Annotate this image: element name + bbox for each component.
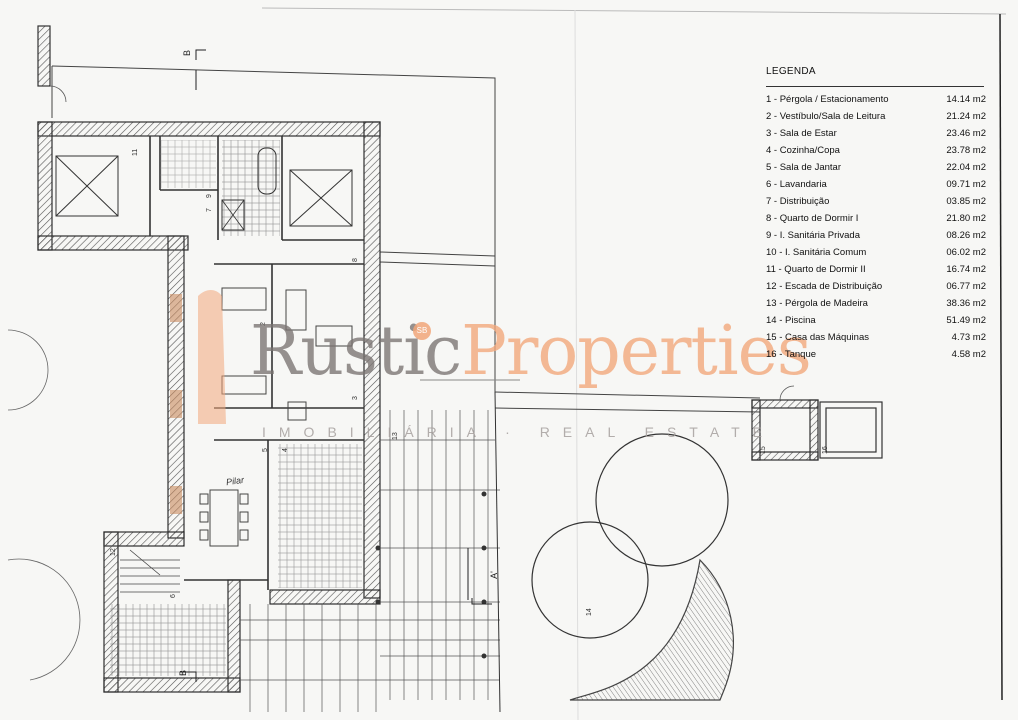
legend-list: 1 - Pérgola / Estacionamento 14.14 m2 2 - … — [766, 91, 986, 363]
interior-partitions — [149, 136, 364, 590]
legend-item-name: 11 - Quarto de Dormir II — [766, 264, 866, 275]
legend-item: 15 - Casa das Máquinas 4.73 m2 — [766, 329, 986, 346]
legend-item-area: 14.14 m2 — [946, 94, 986, 105]
legend-item-name: 14 - Piscina — [766, 315, 816, 326]
legend-item-area: 23.78 m2 — [946, 145, 986, 156]
legend-item-name: 8 - Quarto de Dormir I — [766, 213, 859, 224]
legend-item: 2 - Vestíbulo/Sala de Leitura 21.24 m2 — [766, 108, 986, 125]
legend-item: 1 - Pérgola / Estacionamento 14.14 m2 — [766, 91, 986, 108]
watermark-word-rustic: Rustic — [250, 312, 462, 391]
legend-item: 11 - Quarto de Dormir II 16.74 m2 — [766, 261, 986, 278]
legend-item-name: 7 - Distribuição — [766, 196, 830, 207]
laundry-tiles — [110, 604, 226, 676]
watermark-word-properties: Properties — [461, 312, 812, 391]
room-number-14: 14 — [586, 608, 593, 616]
legend-item-name: 1 - Pérgola / Estacionamento — [766, 94, 889, 105]
legend-divider — [766, 86, 984, 87]
legend-title: LEGENDA — [766, 66, 816, 77]
pool — [531, 433, 734, 701]
shower-tray — [221, 199, 245, 231]
legend-item-name: 4 - Cozinha/Copa — [766, 145, 840, 156]
legend-item-name: 2 - Vestíbulo/Sala de Leitura — [766, 111, 886, 122]
legend-item-area: 16.74 m2 — [946, 264, 986, 275]
entrance-wall — [37, 25, 51, 87]
room-number-12: 12 — [110, 548, 117, 556]
stair — [120, 549, 180, 593]
bed-room-11 — [55, 155, 119, 217]
legend-item: 16 - Tanque 4.58 m2 — [766, 346, 986, 363]
bathroom-tiles — [222, 140, 280, 236]
legend-item-name: 10 - I. Sanitária Comum — [766, 247, 867, 258]
pergola-posts — [375, 491, 487, 659]
legend-item: 3 - Sala de Estar 23.46 m2 — [766, 125, 986, 142]
legend-item: 13 - Pérgola de Madeira 38.36 m2 — [766, 295, 986, 312]
section-mark-b-bottom: B — [178, 669, 189, 677]
kitchen-tiles — [278, 444, 362, 588]
legend-item: 12 - Escada de Distribuição 06.77 m2 — [766, 278, 986, 295]
legend-item-area: 06.77 m2 — [946, 281, 986, 292]
legend-item-area: 4.58 m2 — [951, 349, 986, 360]
legend-item-name: 3 - Sala de Estar — [766, 128, 837, 139]
legend-item-name: 5 - Sala de Jantar — [766, 162, 841, 173]
building-walls — [37, 121, 381, 693]
legend-item-name: 12 - Escada de Distribuição — [766, 281, 883, 292]
room-number-8: 8 — [352, 258, 359, 262]
legend-item-area: 09.71 m2 — [946, 179, 986, 190]
legend-item: 9 - I. Sanitária Privada 08.26 m2 — [766, 227, 986, 244]
room-number-11: 11 — [132, 148, 139, 156]
shower-tiles — [160, 140, 216, 188]
legend-item-area: 23.46 m2 — [946, 128, 986, 139]
legend-item-name: 6 - Lavandaria — [766, 179, 827, 190]
legend-item-area: 22.04 m2 — [946, 162, 986, 173]
room-number-5: 5 — [262, 448, 269, 452]
legend-item-name: 16 - Tanque — [766, 349, 817, 360]
legend-item-name: 15 - Casa das Máquinas — [766, 332, 869, 343]
legend-item: 8 - Quarto de Dormir I 21.80 m2 — [766, 210, 986, 227]
watermark-badge: SB — [413, 322, 431, 340]
machine-house — [751, 399, 819, 461]
legend-item-area: 21.24 m2 — [946, 111, 986, 122]
windows — [170, 294, 182, 514]
legend-item-area: 06.02 m2 — [946, 247, 986, 258]
legend-item-area: 4.73 m2 — [951, 332, 986, 343]
legend-item: 5 - Sala de Jantar 22.04 m2 — [766, 159, 986, 176]
legend-item: 4 - Cozinha/Copa 23.78 m2 — [766, 142, 986, 159]
legend-item-area: 21.80 m2 — [946, 213, 986, 224]
legend-item-area: 03.85 m2 — [946, 196, 986, 207]
bed-room-8 — [289, 169, 353, 227]
legend-item-area: 08.26 m2 — [946, 230, 986, 241]
room-number-15: 15 — [760, 446, 767, 454]
room-number-4: 4 — [282, 448, 289, 452]
legend-item-area: 51.49 m2 — [946, 315, 986, 326]
room-number-9: 9 — [206, 194, 213, 198]
site-boundary — [51, 65, 761, 413]
dining-table — [199, 489, 249, 547]
room-number-3: 3 — [352, 396, 359, 400]
section-mark-a-prime: A' — [488, 571, 499, 579]
legend: LEGENDA 1 - Pérgola / Estacionamento 14.1… — [766, 66, 986, 363]
pergola-grid — [240, 391, 501, 713]
watermark-logo: RusticProperties — [250, 318, 812, 386]
legend-item: 14 - Piscina 51.49 m2 — [766, 312, 986, 329]
legend-item-name: 9 - I. Sanitária Privada — [766, 230, 860, 241]
legend-item: 10 - I. Sanitária Comum 06.02 m2 — [766, 244, 986, 261]
room-number-6: 6 — [170, 594, 177, 598]
legend-item-area: 38.36 m2 — [946, 298, 986, 309]
sheet-border — [261, 7, 1007, 720]
legend-item-name: 13 - Pérgola de Madeira — [766, 298, 868, 309]
watermark-tagline: IMOBILIÁRIA · REAL ESTATE — [262, 424, 776, 440]
room-number-16: 16 — [822, 446, 829, 454]
bathtub — [257, 147, 277, 195]
legend-item: 6 - Lavandaria 09.71 m2 — [766, 176, 986, 193]
section-mark-b-top: B — [182, 49, 193, 57]
legend-item: 7 - Distribuição 03.85 m2 — [766, 193, 986, 210]
watermark-pillar — [198, 290, 226, 424]
tank — [819, 401, 883, 459]
room-number-7: 7 — [206, 208, 213, 212]
